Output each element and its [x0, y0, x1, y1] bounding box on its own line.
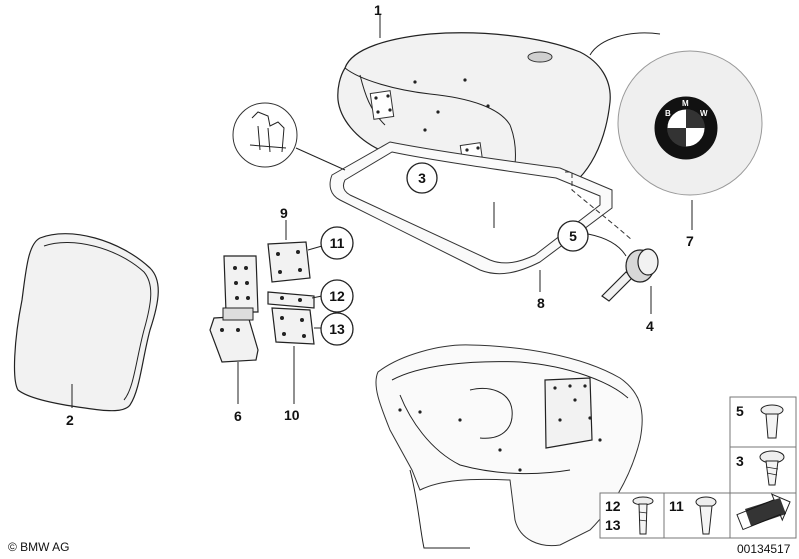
- rivet-icon: [760, 404, 784, 439]
- circled-callout-12: 12: [320, 279, 354, 313]
- callout-13: 13: [329, 321, 345, 337]
- bolt-icon: [632, 496, 654, 535]
- screw-icon: [759, 450, 785, 486]
- legend-label-13: 13: [605, 517, 621, 533]
- legend-label-11: 11: [669, 498, 684, 514]
- callout-11: 11: [330, 235, 345, 251]
- expansion-rivet-icon: [695, 496, 717, 535]
- emblem-letter-m: M: [682, 99, 689, 108]
- hinge-plate-upper: [267, 241, 311, 283]
- callout-5: 5: [569, 228, 577, 244]
- hinge: [209, 255, 259, 363]
- hinge-detail-bubble: [232, 102, 346, 171]
- copyright-text: © BMW AG: [8, 540, 70, 554]
- fastener-legend: 5 3 12 13 11: [599, 396, 797, 539]
- bmw-emblem: B M W: [589, 32, 763, 196]
- legend-label-12: 12: [605, 498, 621, 514]
- backrest-pad: [13, 233, 159, 412]
- emblem-letter-b: B: [665, 109, 671, 118]
- callout-3: 3: [418, 170, 426, 186]
- callout-8: 8: [537, 295, 545, 311]
- legend-label-3: 3: [736, 453, 744, 469]
- legend-label-5: 5: [736, 403, 744, 419]
- leader-lines: [71, 15, 693, 408]
- circled-callout-11: 11: [320, 226, 354, 260]
- circled-callout-13: 13: [320, 312, 354, 346]
- callout-12: 12: [329, 288, 345, 304]
- circled-callout-3: 3: [406, 162, 438, 194]
- callout-2: 2: [66, 412, 74, 428]
- callout-4: 4: [646, 318, 654, 334]
- callout-6: 6: [234, 408, 242, 424]
- reference-arrow-icon: [736, 493, 791, 531]
- callout-7: 7: [686, 233, 694, 249]
- circled-callout-5: 5: [557, 220, 589, 252]
- callout-9: 9: [280, 205, 288, 221]
- emblem-letter-w: W: [700, 109, 708, 118]
- topcase-base: [375, 344, 643, 549]
- hinge-plate-lower: [267, 291, 315, 345]
- lock-cylinder: [601, 248, 659, 302]
- diagram-number: 00134517: [737, 542, 791, 556]
- callout-10: 10: [284, 407, 300, 423]
- callout-1: 1: [374, 2, 382, 18]
